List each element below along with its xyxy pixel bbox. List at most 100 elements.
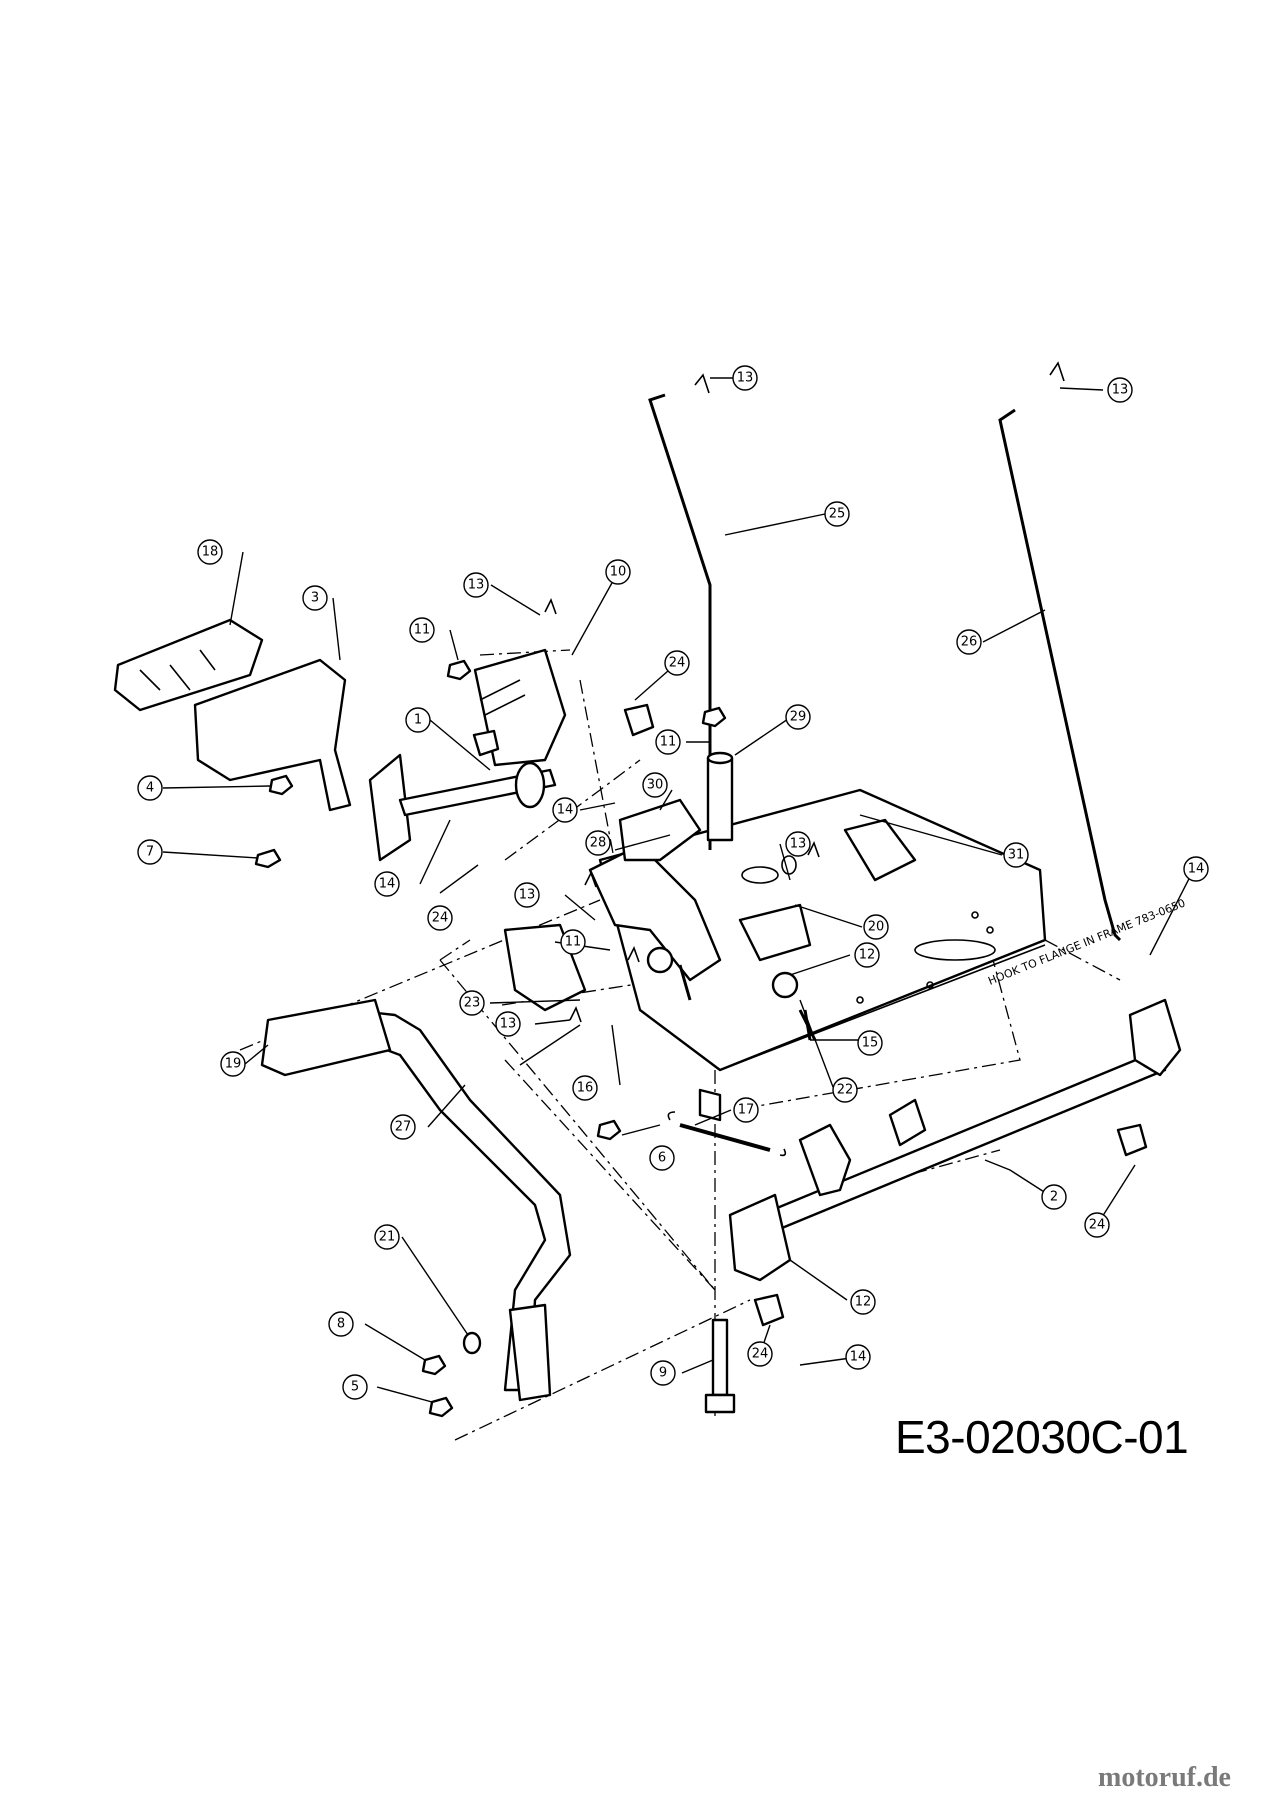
- callout-24: 24: [1084, 1212, 1110, 1238]
- foot-pedal: [113, 618, 352, 812]
- svg-text:5: 5: [351, 1380, 359, 1395]
- callout-14: 14: [1183, 856, 1209, 882]
- svg-text:26: 26: [961, 635, 978, 650]
- svg-text:2: 2: [1050, 1190, 1058, 1205]
- svg-text:8: 8: [337, 1317, 345, 1332]
- callout-13: 13: [514, 882, 540, 908]
- callout-7: 7: [137, 839, 163, 865]
- callout-6: 6: [649, 1145, 675, 1171]
- watermark-logo: motoruf.de: [1098, 1762, 1231, 1793]
- callout-26: 26: [956, 629, 982, 655]
- svg-text:6: 6: [658, 1151, 666, 1166]
- callout-2: 2: [1041, 1184, 1067, 1210]
- callout-4: 4: [137, 775, 163, 801]
- svg-text:12: 12: [855, 1295, 872, 1310]
- callout-14: 14: [552, 797, 578, 823]
- callout-13: 13: [785, 831, 811, 857]
- callout-21: 21: [374, 1224, 400, 1250]
- svg-text:15: 15: [862, 1036, 879, 1051]
- callout-11: 11: [560, 929, 586, 955]
- callout-18: 18: [197, 539, 223, 565]
- callout-13: 13: [1107, 377, 1133, 403]
- svg-text:14: 14: [1188, 862, 1205, 877]
- svg-text:11: 11: [660, 735, 677, 750]
- callout-3: 3: [302, 585, 328, 611]
- svg-text:1: 1: [414, 713, 422, 728]
- svg-text:31: 31: [1008, 848, 1025, 863]
- callouts: 13 13 25 26 18 3 11 13 10 24 29 11 1 4 7…: [137, 365, 1209, 1400]
- svg-text:19: 19: [225, 1057, 242, 1072]
- callout-24: 24: [664, 650, 690, 676]
- callout-1: 1: [405, 707, 431, 733]
- svg-text:11: 11: [565, 935, 582, 950]
- svg-text:12: 12: [859, 948, 876, 963]
- callout-9: 9: [650, 1360, 676, 1386]
- svg-text:30: 30: [647, 778, 664, 793]
- svg-text:27: 27: [395, 1120, 412, 1135]
- svg-text:3: 3: [311, 591, 319, 606]
- hardware: [254, 361, 1148, 1418]
- callout-22: 22: [832, 1077, 858, 1103]
- svg-text:16: 16: [577, 1081, 594, 1096]
- diagram-code: E3-02030C-01: [895, 1411, 1189, 1463]
- svg-text:10: 10: [610, 565, 627, 580]
- svg-text:25: 25: [829, 507, 846, 522]
- svg-text:13: 13: [500, 1017, 517, 1032]
- callout-10: 10: [605, 559, 631, 585]
- callout-13: 13: [495, 1011, 521, 1037]
- svg-text:24: 24: [432, 911, 449, 926]
- svg-text:17: 17: [738, 1103, 755, 1118]
- callout-17: 17: [733, 1097, 759, 1123]
- cross-shaft: [728, 998, 1182, 1282]
- spacer-and-bolt: [704, 751, 736, 1414]
- callout-15: 15: [857, 1030, 883, 1056]
- svg-text:14: 14: [379, 877, 396, 892]
- callout-20: 20: [863, 914, 889, 940]
- svg-text:24: 24: [669, 656, 686, 671]
- callout-8: 8: [328, 1311, 354, 1337]
- callout-16: 16: [572, 1075, 598, 1101]
- callout-28: 28: [585, 830, 611, 856]
- svg-text:14: 14: [557, 803, 574, 818]
- callout-14: 14: [845, 1344, 871, 1370]
- svg-text:13: 13: [1112, 383, 1129, 398]
- svg-text:13: 13: [790, 837, 807, 852]
- brake-lever: [260, 998, 572, 1402]
- callout-23: 23: [459, 990, 485, 1016]
- callout-13: 13: [732, 365, 758, 391]
- svg-text:29: 29: [790, 710, 807, 725]
- callout-30: 30: [642, 772, 668, 798]
- callout-31: 31: [1003, 842, 1029, 868]
- callout-11: 11: [409, 617, 435, 643]
- callout-29: 29: [785, 704, 811, 730]
- svg-text:24: 24: [752, 1347, 769, 1362]
- callout-14: 14: [374, 871, 400, 897]
- callout-5: 5: [342, 1374, 368, 1400]
- svg-text:13: 13: [468, 578, 485, 593]
- callout-13: 13: [463, 572, 489, 598]
- pedal-shaft: [368, 648, 567, 862]
- callout-24: 24: [747, 1341, 773, 1367]
- svg-text:4: 4: [146, 781, 154, 796]
- callout-12: 12: [854, 942, 880, 968]
- svg-text:22: 22: [837, 1083, 854, 1098]
- svg-text:24: 24: [1089, 1218, 1106, 1233]
- svg-text:20: 20: [868, 920, 885, 935]
- callout-19: 19: [220, 1051, 246, 1077]
- svg-text:7: 7: [146, 845, 154, 860]
- frame-plate: [598, 788, 1047, 1072]
- svg-text:18: 18: [202, 545, 219, 560]
- svg-text:13: 13: [519, 888, 536, 903]
- callout-11: 11: [655, 729, 681, 755]
- callout-27: 27: [390, 1114, 416, 1140]
- svg-text:23: 23: [464, 996, 481, 1011]
- svg-text:14: 14: [850, 1350, 867, 1365]
- svg-text:13: 13: [737, 371, 754, 386]
- callout-24: 24: [427, 905, 453, 931]
- svg-text:28: 28: [590, 836, 607, 851]
- svg-text:11: 11: [414, 623, 431, 638]
- callout-25: 25: [824, 501, 850, 527]
- svg-text:21: 21: [379, 1230, 396, 1245]
- extension-spring: [667, 1111, 787, 1157]
